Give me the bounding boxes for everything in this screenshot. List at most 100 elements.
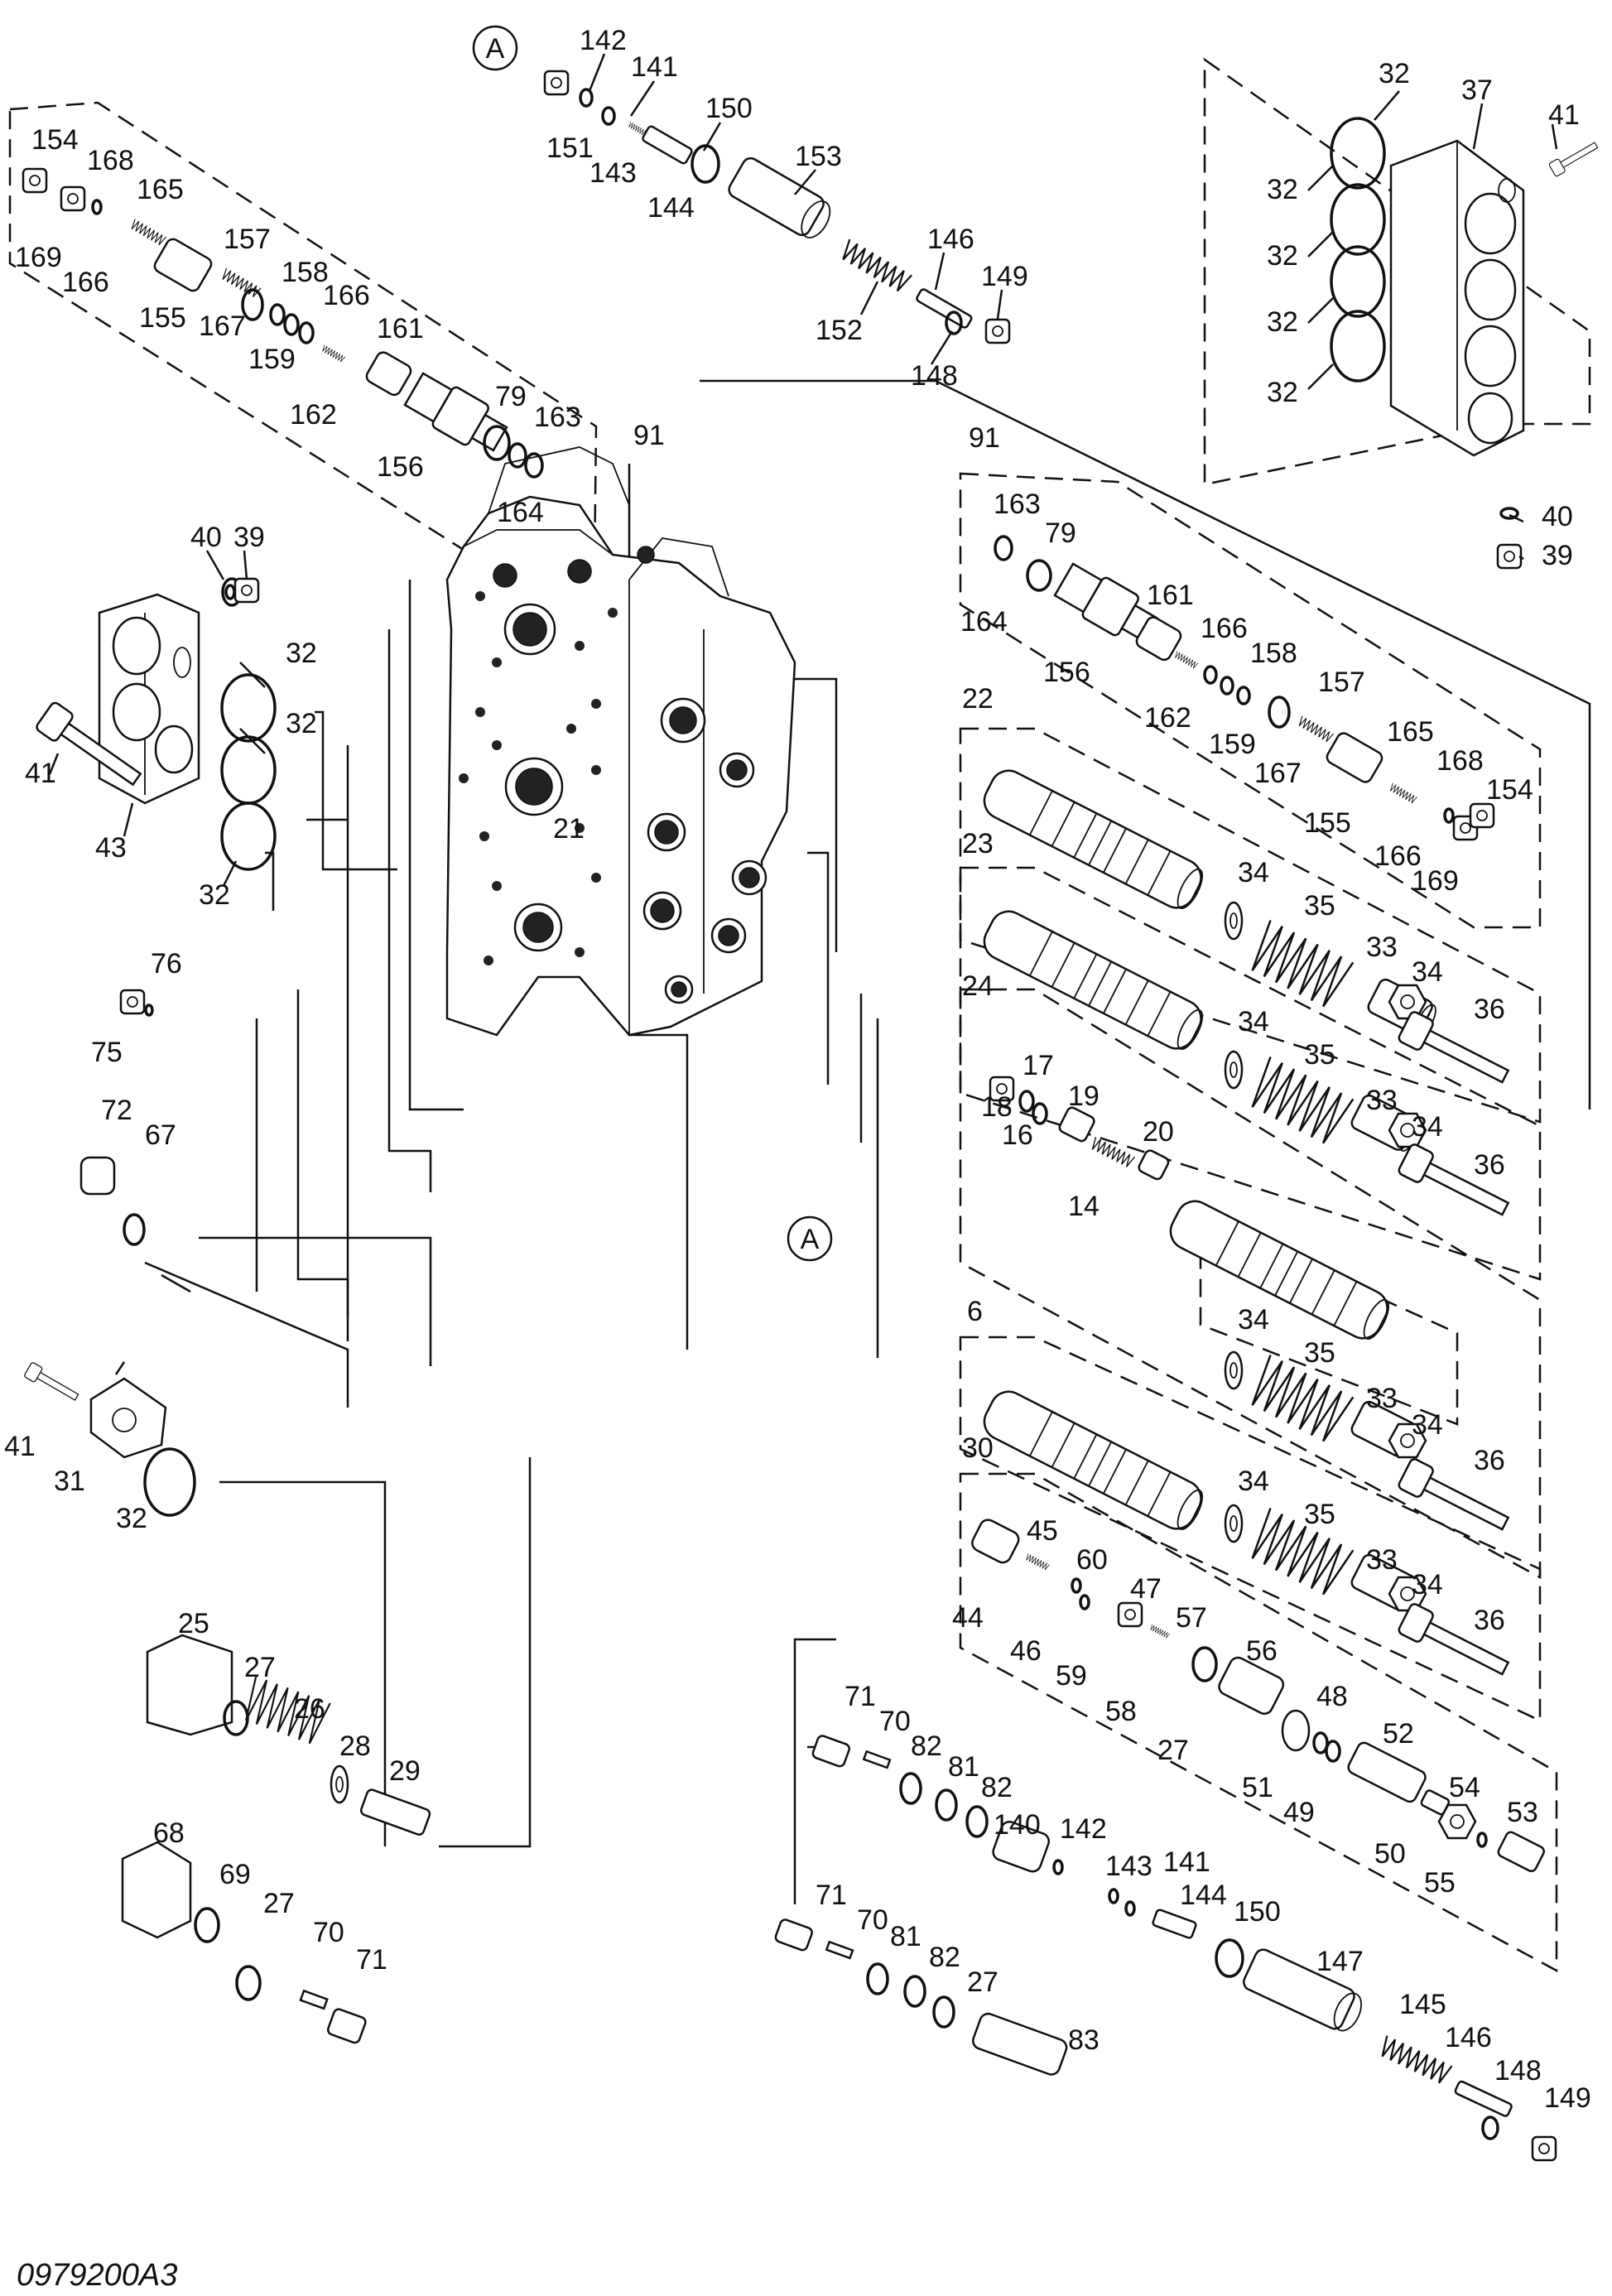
- part-number-label: 57: [1176, 1602, 1207, 1634]
- part-number-label: 49: [1283, 1797, 1315, 1828]
- part-number-label: 31: [54, 1466, 85, 1497]
- part-number-label: 69: [219, 1859, 251, 1890]
- part-number-label: 34: [1412, 1111, 1443, 1143]
- part-number-label: 33: [1366, 1085, 1398, 1116]
- part-number-label: 167: [199, 310, 246, 342]
- part-number-label: 155: [1304, 807, 1351, 839]
- part-number-label: 157: [1318, 667, 1365, 698]
- part-number-label: 23: [962, 828, 994, 859]
- part-number-label: 27: [1157, 1735, 1189, 1766]
- part-number-label: 159: [248, 344, 296, 375]
- part-number-label: 151: [546, 132, 594, 164]
- part-number-label: 71: [356, 1944, 387, 1976]
- part-number-label: 39: [233, 522, 265, 553]
- part-number-label: 70: [857, 1904, 888, 1936]
- part-number-label: 166: [1201, 613, 1248, 644]
- spool-row-30: [971, 1519, 1545, 1873]
- part-number-label: 67: [145, 1119, 176, 1151]
- part-number-label: 51: [1242, 1772, 1273, 1803]
- part-number-label: 39: [1542, 540, 1573, 571]
- part-number-label: 6: [967, 1296, 983, 1327]
- part-number-label: 29: [389, 1755, 421, 1787]
- part-number-label: 70: [879, 1706, 911, 1737]
- part-number-label: 40: [190, 522, 222, 553]
- part-number-label: 19: [1068, 1081, 1100, 1112]
- part-number-label: 146: [927, 224, 974, 255]
- part-number-label: 32: [1379, 58, 1410, 89]
- part-number-label: 34: [1238, 1466, 1269, 1497]
- part-number-label: 168: [1436, 745, 1484, 777]
- part-number-label: 34: [1412, 1409, 1443, 1441]
- part-number-label: 150: [705, 93, 753, 124]
- part-number-label: 59: [1056, 1660, 1087, 1692]
- part-number-label: 153: [795, 141, 842, 172]
- part-number-label: 154: [31, 124, 79, 156]
- part-number-label: 14: [1068, 1191, 1100, 1222]
- valve-body: [445, 446, 796, 1037]
- part-number-label: 147: [1316, 1946, 1364, 1977]
- part-number-label: 36: [1474, 1445, 1505, 1476]
- part-number-label: 144: [647, 192, 695, 224]
- part-number-label: 144: [1180, 1880, 1227, 1911]
- part-number-label: 163: [534, 402, 581, 433]
- part-number-label: 45: [1027, 1515, 1058, 1547]
- part-number-label: 143: [589, 157, 637, 189]
- part-number-label: 37: [1461, 75, 1493, 106]
- part-number-label: A: [801, 1224, 820, 1255]
- part-number-label: 35: [1304, 1039, 1335, 1071]
- part-number-label: 71: [816, 1880, 847, 1911]
- part-number-label: 55: [1424, 1867, 1456, 1899]
- part-number-label: 149: [1544, 2082, 1591, 2114]
- part-number-label: 34: [1238, 857, 1269, 888]
- part-number-label: 34: [1238, 1006, 1269, 1037]
- part-number-label: 36: [1474, 994, 1505, 1025]
- part-number-label: 32: [1267, 174, 1298, 205]
- part-number-label: 70: [313, 1917, 344, 1948]
- part-number-label: 169: [15, 242, 62, 273]
- side-cover-37: [1389, 139, 1525, 457]
- part-number-label: 158: [281, 257, 329, 288]
- part-number-label: 17: [1023, 1050, 1054, 1081]
- part-number-label: 79: [1045, 517, 1076, 549]
- part-number-label: 32: [286, 708, 317, 739]
- part-number-label: 143: [1105, 1851, 1152, 1882]
- part-number-label: 34: [1238, 1304, 1269, 1336]
- part-number-label: 164: [497, 497, 544, 528]
- part-number-label: 50: [1374, 1838, 1406, 1870]
- part-number-label: 165: [1387, 716, 1434, 748]
- part-number-label: 166: [62, 267, 109, 298]
- side-cover-43: [98, 593, 200, 805]
- part-number-label: 36: [1474, 1605, 1505, 1636]
- part-number-label: 41: [25, 758, 56, 789]
- part-number-label: 27: [244, 1652, 276, 1683]
- part-number-label: 91: [633, 420, 665, 451]
- part-number-label: 169: [1412, 865, 1459, 897]
- part-number-label: 141: [631, 51, 678, 83]
- part-number-label: 40: [1542, 501, 1573, 532]
- part-number-label: 161: [1147, 580, 1194, 611]
- part-number-label: 148: [1494, 2055, 1542, 2087]
- part-number-label: 82: [929, 1942, 960, 1973]
- part-number-label: 141: [1163, 1846, 1210, 1878]
- ref-mark-a-top: A: [472, 25, 518, 71]
- part-number-label: 36: [1474, 1149, 1505, 1181]
- part-number-label: 56: [1246, 1635, 1278, 1667]
- part-number-label: 162: [290, 399, 337, 431]
- part-number-label: 156: [377, 451, 424, 483]
- part-number-label: 18: [981, 1091, 1013, 1123]
- part-number-label: 72: [101, 1095, 132, 1126]
- dashed-outlines: [8, 57, 1591, 1973]
- part-number-label: 22: [962, 683, 994, 715]
- part-number-label: 32: [1267, 306, 1298, 338]
- part-number-label: 60: [1076, 1544, 1108, 1576]
- part-number-label: 35: [1304, 890, 1335, 922]
- part-number-label: 162: [1144, 702, 1191, 734]
- part-number-label: 149: [981, 261, 1028, 292]
- part-number-label: 27: [263, 1888, 295, 1919]
- relief-group-upper-left: [22, 167, 544, 479]
- part-number-label: 33: [1366, 931, 1398, 963]
- part-number-label: 157: [224, 224, 271, 255]
- part-number-label: 32: [1267, 240, 1298, 272]
- part-number-label: 32: [286, 638, 317, 669]
